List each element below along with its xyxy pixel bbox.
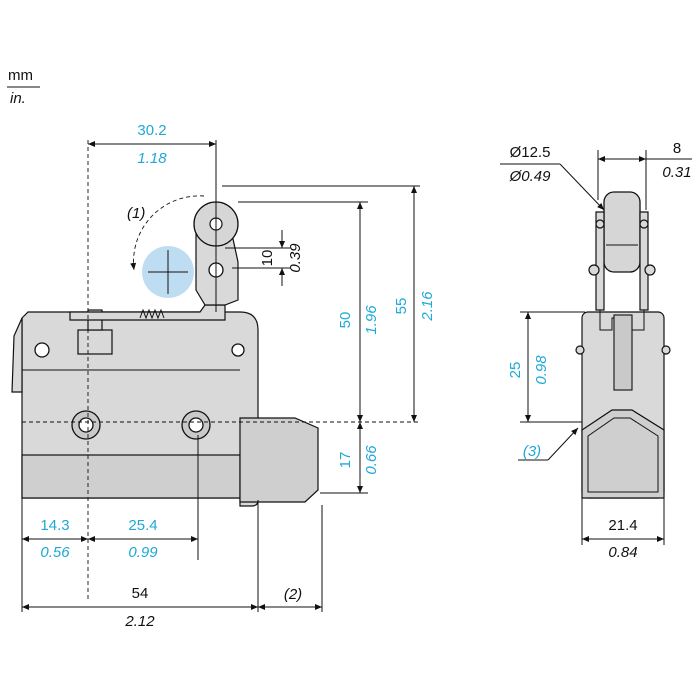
dim-54-mm: 54 — [132, 585, 149, 602]
dim-0-84-in: 0.84 — [608, 544, 637, 561]
plunger — [77, 329, 113, 355]
unit-in: in. — [10, 90, 26, 107]
unit-mm: mm — [8, 67, 33, 84]
plunger-housing — [239, 417, 319, 503]
dim-25-mm: 25 — [507, 362, 524, 379]
dim-55-mm: 55 — [393, 298, 410, 315]
dim-0-99-in: 0.99 — [128, 544, 158, 561]
mounting-flange — [11, 317, 23, 393]
units-legend: mm in. — [7, 67, 40, 107]
rotation-arc — [130, 195, 205, 271]
spring — [139, 308, 165, 320]
lever-arm — [69, 304, 226, 321]
dim-2-12-in: 2.12 — [124, 613, 155, 630]
front-view: (1) 30.2 1.18 10 0.39 50 1.96 55 2.16 — [11, 122, 436, 630]
dim-14-3-mm: 14.3 — [40, 517, 69, 534]
dim-10-mm: 10 — [259, 250, 276, 267]
dim-30-2-mm: 30.2 — [137, 122, 166, 139]
dim-1-96-in: 1.96 — [363, 305, 380, 335]
side-hood — [581, 409, 665, 499]
dim-25-4-mm: 25.4 — [128, 517, 157, 534]
side-view: 8 0.31 Ø12.5 Ø0.49 25 0.98 (3) 21.4 0.84 — [500, 140, 692, 561]
dim-21-4-mm: 21.4 — [608, 517, 637, 534]
note-3: (3) — [523, 443, 541, 460]
side-hole — [231, 343, 245, 357]
note-2: (2) — [284, 586, 302, 603]
dim-0-39-in: 0.39 — [287, 243, 304, 273]
dim-8-mm: 8 — [673, 140, 681, 157]
note-1: (1) — [127, 205, 145, 222]
dim-1-18-in: 1.18 — [137, 150, 167, 167]
dim-0-66-in: 0.66 — [363, 445, 380, 475]
dim-17-mm: 17 — [337, 452, 354, 469]
side-roller — [603, 191, 641, 273]
dim-50-mm: 50 — [337, 312, 354, 329]
dim-dia-12-5-mm: Ø12.5 — [510, 144, 551, 161]
dim-0-31-in: 0.31 — [662, 164, 691, 181]
pivot-hole — [34, 342, 50, 358]
dim-0-56-in: 0.56 — [40, 544, 70, 561]
dim-dia-0-49-in: Ø0.49 — [509, 168, 552, 185]
dim-2-16-in: 2.16 — [419, 291, 436, 322]
dim-0-98-in: 0.98 — [533, 355, 550, 385]
